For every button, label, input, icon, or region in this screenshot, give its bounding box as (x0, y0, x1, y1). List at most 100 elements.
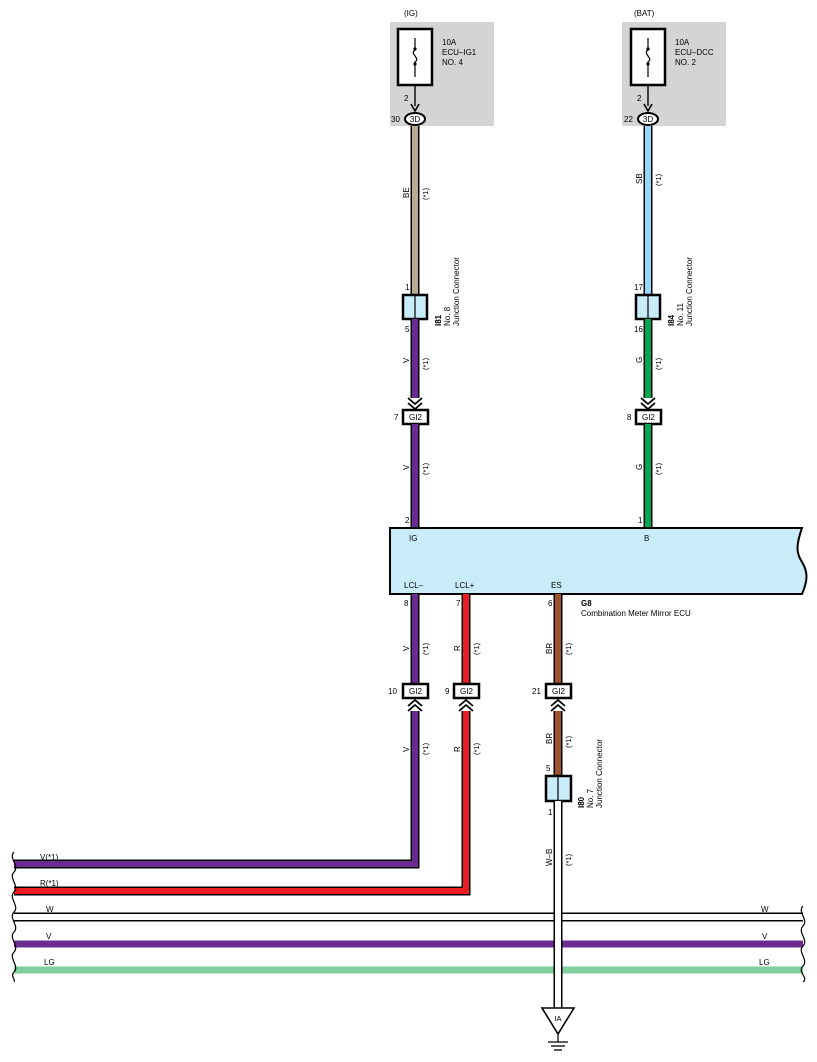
break-mark-icon (11, 851, 17, 983)
wire-note: (*1) (421, 357, 430, 370)
fuse-terminal-dot (413, 62, 417, 66)
wire-color-label: SB (635, 173, 644, 184)
fuse-terminal-dot (413, 47, 417, 51)
fuse-pin-out: 22 (624, 115, 633, 124)
ecu-pin-ig: IG (409, 534, 417, 543)
fuse-rating: 10A (442, 38, 457, 47)
ground-ia: IA (540, 1007, 576, 1051)
bus-label: R(*1) (40, 879, 59, 888)
wire-note: (*1) (564, 735, 573, 748)
connector-chevron-icon (640, 397, 656, 411)
connector-gi2: 8 GI2 (627, 408, 663, 426)
connector-code: GI2 (552, 687, 565, 696)
ground-triangle-icon (540, 1007, 576, 1036)
connector-chevron-icon (550, 698, 566, 712)
connector-gi2: 10 GI2 (388, 682, 430, 700)
wire-v-bus (14, 711, 418, 867)
connector-pin: 8 (627, 413, 632, 422)
bus-label: LG (759, 958, 770, 967)
wire-note: (*1) (421, 642, 430, 655)
connector-code: GI2 (409, 413, 422, 422)
connector-gi2: 7 GI2 (394, 408, 430, 426)
wire-note: (*1) (564, 642, 573, 655)
bus-label: V (46, 932, 52, 941)
junction-number: No. 8 (443, 306, 452, 326)
fuse-number: NO. 2 (675, 58, 696, 67)
fuse-circuit-label: (BAT) (634, 9, 655, 18)
fuse-pin-out: 30 (391, 115, 400, 124)
fuse-name: ECU–DCC (675, 48, 714, 57)
wire-note: (*1) (654, 357, 663, 370)
ecu-pin-number: 8 (404, 599, 409, 608)
connector-pin: 10 (388, 687, 397, 696)
connector-gi2: 9 GI2 (445, 682, 481, 700)
break-mark-icon (800, 905, 806, 983)
ecu-pin-number: 7 (456, 599, 461, 608)
connector-badge (637, 112, 659, 126)
connector-chevron-icon (407, 397, 423, 411)
junction-pin-bottom: 5 (405, 325, 410, 334)
connector-icon (452, 682, 481, 700)
wire-note: (*1) (421, 742, 430, 755)
ecu-pin-es: ES (551, 581, 562, 590)
ecu-g8: 2 1 IG B LCL– LCL+ ES 8 7 6 G8 Combinati… (389, 516, 808, 618)
fuse-ecu-ig1: (IG) 10A ECU–IG1 NO. 4 2 3D 30 (390, 9, 494, 126)
fuse-pin-in: 2 (637, 94, 642, 103)
ecu-pin-number: 6 (548, 599, 553, 608)
bus-label: V (762, 932, 768, 941)
wire-note: (*1) (564, 853, 573, 866)
junction-code: I80 (577, 796, 586, 808)
junction-i81: 1 5 I81 No. 8 Junction Connector (401, 257, 461, 334)
connector-code: GI2 (409, 687, 422, 696)
connector-chevron-icon (458, 698, 474, 712)
connector-arrow-icon (410, 103, 420, 113)
connector-gi2: 21 GI2 (532, 682, 573, 700)
fuse-rating: 10A (675, 38, 690, 47)
wire-note: (*1) (421, 187, 430, 200)
junction-pin-bottom: 16 (634, 325, 643, 334)
wire-color-label: BR (545, 643, 554, 654)
connector-badge (404, 112, 426, 126)
wire-color-label: V (402, 645, 411, 651)
wire-color-label: BR (545, 733, 554, 744)
connector-pin: 9 (445, 687, 450, 696)
junction-number: No. 11 (676, 302, 685, 326)
fuse-circuit-label: (IG) (404, 9, 418, 18)
wire-color-label: V (402, 464, 411, 470)
connector-arrow-icon (643, 103, 653, 113)
junction-type: Junction Connector (452, 257, 461, 326)
connector-icon (401, 682, 430, 700)
junction-code: I84 (667, 314, 676, 326)
fuse-terminal-dot (646, 47, 650, 51)
ecu-code: G8 (581, 599, 592, 608)
bus-label: W (761, 905, 769, 914)
wire-note: (*1) (472, 642, 481, 655)
connector-badge-label: 3D (643, 115, 653, 124)
ecu-name: Combination Meter Mirror ECU (581, 609, 691, 618)
junction-type: Junction Connector (685, 257, 694, 326)
fuse-terminal-dot (646, 62, 650, 66)
connector-code: GI2 (642, 413, 655, 422)
wire-note: (*1) (421, 462, 430, 475)
wire-color-label: W–B (545, 849, 554, 866)
junction-pin-top: 17 (634, 283, 643, 292)
wire-color-label: V (402, 357, 411, 363)
junction-pin-bottom: 1 (548, 808, 553, 817)
wire-color-label: G (635, 357, 644, 363)
junction-i84: 17 16 I84 No. 11 Junction Connector (634, 257, 694, 334)
ecu-pin-lcl-plus: LCL+ (455, 581, 475, 590)
wire-color-label: V (402, 746, 411, 752)
ecu-pin-number: 1 (638, 516, 643, 525)
ecu-pin-b: B (644, 534, 649, 543)
wire-color-label: R (453, 746, 462, 752)
ecu-pin-lcl-minus: LCL– (404, 581, 424, 590)
junction-number: No. 7 (586, 788, 595, 808)
fuse-name: ECU–IG1 (442, 48, 477, 57)
wire-color-label: R (453, 645, 462, 651)
connector-badge-label: 3D (410, 115, 420, 124)
junction-code: I81 (434, 314, 443, 326)
connector-chevron-icon (407, 698, 423, 712)
wire-v-outline (14, 711, 420, 869)
wire-note: (*1) (472, 742, 481, 755)
